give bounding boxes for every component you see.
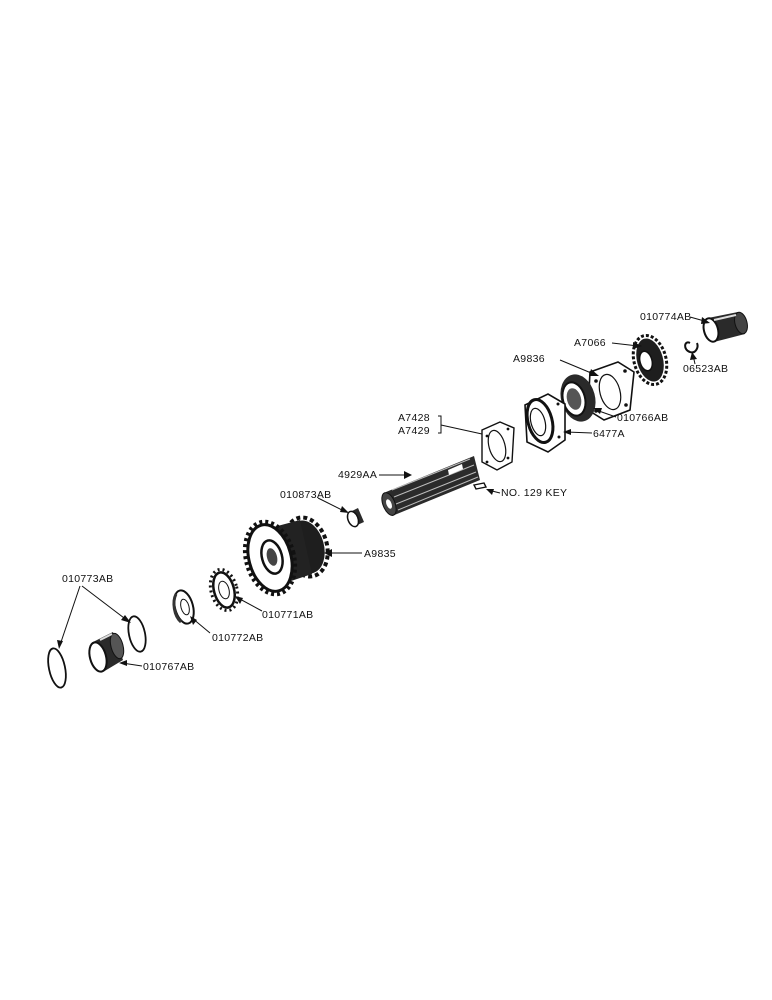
label-no129-key: NO. 129 KEY (501, 487, 567, 499)
leader-010773AB (57, 585, 131, 649)
label-A9835: A9835 (364, 548, 396, 560)
part-A7066-gear (631, 333, 669, 387)
label-010766AB: 010766AB (617, 412, 668, 424)
part-A9835-cluster-gear (242, 515, 330, 597)
leader-010771AB (235, 596, 263, 612)
part-no129-key (472, 482, 488, 490)
label-010873AB: 010873AB (280, 489, 331, 501)
part-A7428-A7429-gasket (481, 421, 515, 471)
leader-6477A (563, 429, 593, 435)
part-010773AB-snap-ring-upper (127, 615, 147, 653)
part-010774AB-sleeve (702, 311, 748, 343)
label-06523AB: 06523AB (683, 363, 728, 375)
leader-A7066 (611, 342, 642, 349)
part-4929AA-splined-shaft (381, 456, 480, 516)
leader-010774AB (689, 316, 710, 324)
label-6477A: 6477A (593, 428, 625, 440)
label-010767AB: 010767AB (143, 661, 194, 673)
part-010767AB-bearing (88, 632, 125, 673)
part-A9836-retainer-plate (587, 361, 635, 421)
part-010873AB-bushing (346, 508, 364, 528)
leader-06523AB (690, 352, 697, 365)
leader-010873AB (317, 497, 349, 513)
leader-key (486, 489, 501, 495)
label-4929AA: 4929AA (338, 469, 377, 481)
label-A9836: A9836 (513, 353, 545, 365)
part-010766AB-bearing (560, 374, 596, 422)
label-010771AB: 010771AB (262, 609, 313, 621)
part-010772AB-washer (172, 589, 195, 625)
label-010774AB: 010774AB (640, 311, 691, 323)
part-010771AB-lock-washer (208, 567, 240, 613)
part-6477A-bearing-cage (524, 393, 566, 453)
leader-010766AB (593, 408, 617, 418)
label-010772AB: 010772AB (212, 632, 263, 644)
leader-010767AB (119, 660, 143, 667)
label-A7066: A7066 (574, 337, 606, 349)
leader-4929AA (379, 471, 412, 479)
label-A7429: A7429 (398, 425, 430, 437)
part-010773AB-snap-ring-lower (47, 647, 67, 689)
part-06523AB-snap-ring (684, 341, 699, 354)
label-A7428: A7428 (398, 412, 430, 424)
leader-010772AB (190, 616, 211, 634)
leader-A7428-A7429 (438, 415, 483, 435)
leader-A9835 (324, 549, 362, 557)
label-010773AB: 010773AB (62, 573, 113, 585)
leader-A9836 (559, 359, 599, 376)
